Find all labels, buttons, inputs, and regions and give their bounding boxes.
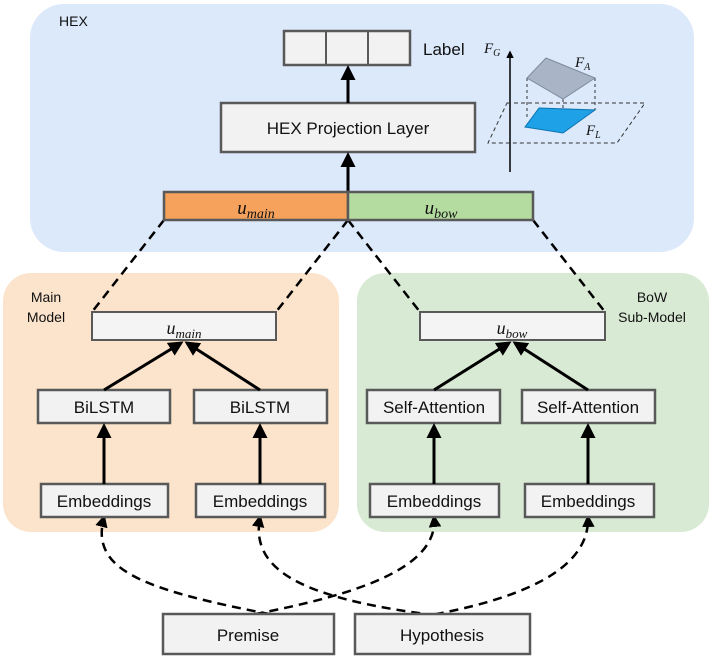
premise-box bbox=[161, 612, 336, 656]
main-model-label-line1: Main bbox=[31, 289, 61, 305]
main-model-label-line2: Model bbox=[27, 309, 65, 325]
arrow-bilstm1-to-umain bbox=[103, 341, 184, 392]
dash-ubow-left bbox=[347, 219, 421, 313]
fg-label: FG bbox=[483, 41, 500, 59]
dash-umain-left bbox=[91, 219, 165, 313]
arrow-att2-to-ubow bbox=[512, 341, 589, 392]
bilstm-box-1 bbox=[36, 388, 172, 425]
bow-embeddings-box-1 bbox=[368, 482, 501, 519]
hypothesis-label: Hypothesis bbox=[400, 626, 484, 645]
bow-model-label-line1: BoW bbox=[637, 289, 668, 305]
u-bow-top-label: ubow bbox=[425, 198, 459, 222]
u-bow-vector bbox=[419, 311, 606, 341]
dash-premise-to-bow-emb1 bbox=[239, 514, 442, 619]
bilstm-label-1: BiLSTM bbox=[74, 398, 134, 417]
bilstm-label-2: BiLSTM bbox=[230, 398, 290, 417]
u-main-top-label: umain bbox=[237, 198, 275, 222]
hex-region-label: HEX bbox=[59, 13, 88, 29]
bow-embeddings-label-2: Embeddings bbox=[541, 492, 636, 511]
projection-planes-inset bbox=[487, 50, 646, 172]
main-embeddings-label-1: Embeddings bbox=[57, 492, 152, 511]
self-attention-box-1 bbox=[365, 388, 502, 425]
u-main-label: umain bbox=[167, 318, 202, 341]
arrow-att1-to-ubow bbox=[433, 341, 512, 392]
plane-fl-blue bbox=[524, 107, 597, 134]
bow-embeddings-label-1: Embeddings bbox=[387, 492, 482, 511]
dash-umain-right bbox=[275, 219, 349, 313]
main-embeddings-label-2: Embeddings bbox=[213, 492, 308, 511]
plane-fa bbox=[526, 57, 597, 100]
hypothesis-box bbox=[353, 612, 532, 656]
dash-ubow-right bbox=[532, 219, 606, 313]
bow-model-label-line2: Sub-Model bbox=[618, 309, 686, 325]
hex-projection-label: HEX Projection Layer bbox=[267, 119, 430, 138]
label-vector bbox=[282, 29, 412, 67]
dash-premise-to-main-emb1 bbox=[95, 514, 286, 619]
self-attention-label-2: Self-Attention bbox=[537, 398, 639, 417]
u-bow-vector-top bbox=[346, 190, 535, 222]
premise-label: Premise bbox=[217, 626, 279, 645]
arrow-bilstm2-to-umain bbox=[184, 341, 261, 392]
label-text: Label bbox=[423, 40, 465, 59]
bow-embeddings-box-2 bbox=[523, 482, 656, 519]
dash-hypothesis-to-bow-emb2 bbox=[419, 514, 595, 619]
u-main-vector-top bbox=[162, 190, 350, 222]
u-main-vector bbox=[91, 311, 277, 341]
dash-hypothesis-to-main-emb2 bbox=[252, 514, 451, 619]
fl-label: FL bbox=[585, 123, 601, 141]
self-attention-label-1: Self-Attention bbox=[383, 398, 485, 417]
plane-fl bbox=[487, 102, 646, 144]
fa-label: FA bbox=[574, 55, 591, 73]
u-bow-label: ubow bbox=[497, 318, 528, 341]
